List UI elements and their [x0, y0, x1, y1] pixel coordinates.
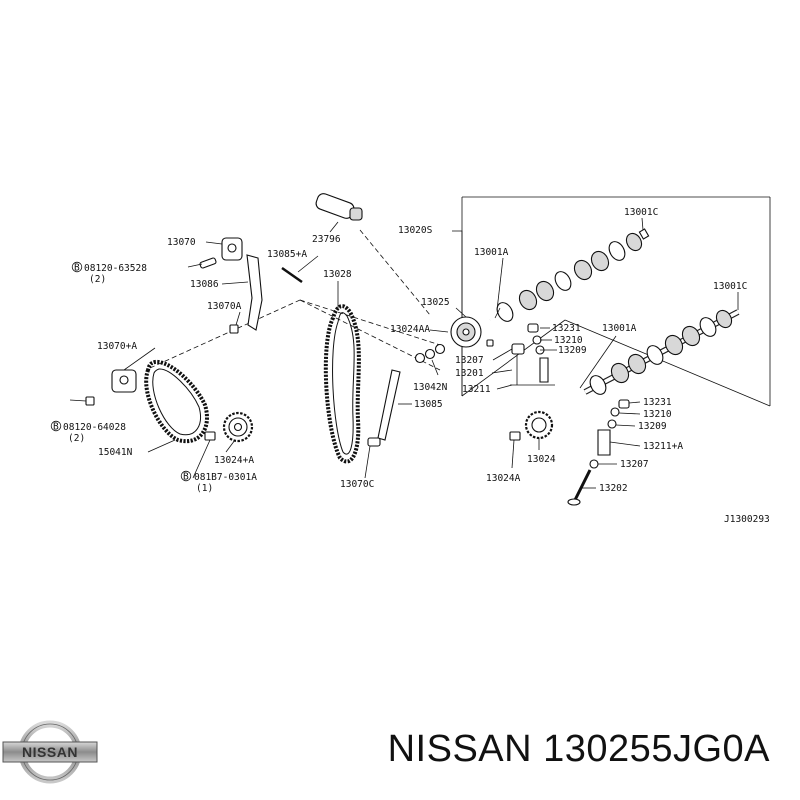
label-081b7-0301a-qty: (1) — [196, 483, 213, 494]
label-081b7-0301a: 081B7-0301A — [194, 472, 257, 483]
label-13070: 13070 — [167, 237, 196, 248]
part-number: NISSAN 130255JG0A — [387, 728, 770, 770]
label-13201: 13201 — [455, 368, 484, 379]
label-13085: 13085 — [414, 399, 443, 410]
label-13025: 13025 — [421, 297, 450, 308]
label-13001c-top: 13001C — [624, 207, 658, 218]
label-13024: 13024 — [527, 454, 556, 465]
circle-b-label: B — [183, 472, 189, 483]
label-13070c: 13070C — [340, 479, 374, 490]
label-13231-top: 13231 — [552, 323, 581, 334]
label-08120-64028: 08120-64028 — [63, 422, 126, 433]
label-13020s: 13020S — [398, 225, 433, 236]
label-23796: 23796 — [312, 234, 341, 245]
part-labels: 23796 13070 13085+A 13028 13020S 13001C … — [63, 207, 770, 525]
label-13209-bot: 13209 — [638, 421, 667, 432]
label-13028: 13028 — [323, 269, 352, 280]
label-13211a: 13211+A — [643, 441, 683, 452]
label-13001c-right: 13001C — [713, 281, 747, 292]
label-13209-top: 13209 — [558, 345, 587, 356]
label-13024aa: 13024AA — [390, 324, 430, 335]
label-13210-bot: 13210 — [643, 409, 672, 420]
label-13210-top: 13210 — [554, 335, 583, 346]
label-13070pa: 13070+A — [97, 341, 137, 352]
label-13024a: 13024A — [486, 473, 521, 484]
tensioner-13070pa — [111, 369, 137, 393]
label-13202: 13202 — [599, 483, 628, 494]
cam-sprocket-13025 — [450, 316, 482, 348]
camshaft-upper — [489, 228, 650, 322]
label-08120-64028-qty: (2) — [68, 433, 85, 444]
chain-guide-13085 — [367, 369, 401, 447]
label-13001a-top: 13001A — [474, 247, 509, 258]
leader-lines — [69, 217, 739, 489]
crank-sprocket-13024a — [222, 411, 254, 443]
valve-assembly-upper — [510, 323, 555, 386]
label-13070a: 13070A — [207, 301, 242, 312]
camshaft-bracket-frame — [452, 196, 771, 407]
nissan-logo-text: NISSAN — [22, 744, 78, 760]
label-15041n: 15041N — [98, 447, 133, 458]
label-13231-bot: 13231 — [643, 397, 672, 408]
label-08120-63528: 08120-63528 — [84, 263, 147, 274]
label-13207-top: 13207 — [455, 355, 484, 366]
tensioner-23796 — [315, 193, 363, 233]
label-13211: 13211 — [462, 384, 491, 395]
camshaft-lower — [583, 309, 740, 395]
circle-b-label: B — [53, 422, 59, 433]
chain-guide-13086 — [246, 254, 263, 331]
label-13085a: 13085+A — [267, 249, 307, 260]
label-13001a-right: 13001A — [602, 323, 637, 334]
label-08120-63528-qty: (2) — [89, 274, 106, 285]
washers-13042n — [414, 343, 446, 364]
circled-b-markers: B B B — [50, 261, 192, 483]
label-13024a-left: 13024+A — [214, 455, 254, 466]
label-13042n: 13042N — [413, 382, 448, 393]
tensioner-13070 — [199, 237, 243, 269]
label-13086: 13086 — [190, 279, 219, 290]
timing-chain-13028 — [323, 304, 361, 464]
bolts — [85, 307, 521, 441]
timing-chain-15041n — [144, 359, 209, 444]
valve-assembly-lower — [567, 399, 630, 506]
label-13207-bot: 13207 — [620, 459, 649, 470]
circle-b-label: B — [74, 263, 80, 274]
nissan-logo: NISSAN — [2, 720, 98, 784]
pin-13085a — [281, 266, 303, 284]
drawing-code: J1300293 — [724, 514, 770, 525]
sprocket-13024 — [524, 410, 554, 440]
